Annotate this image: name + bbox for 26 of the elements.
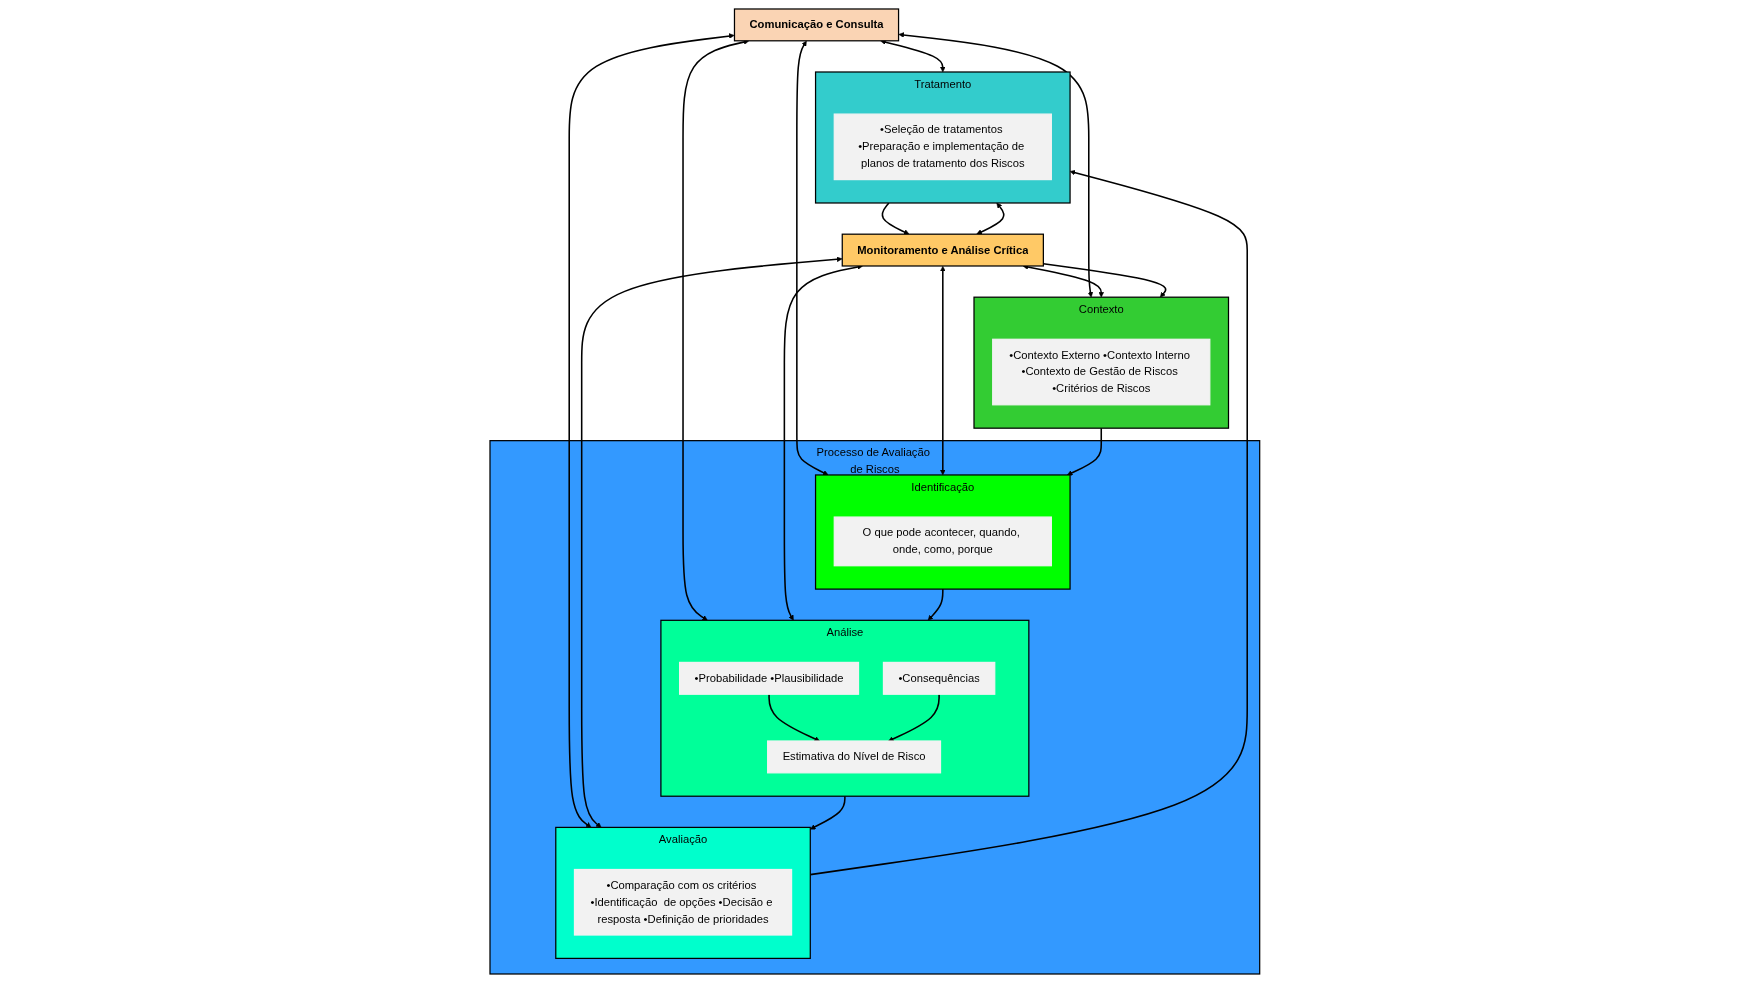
arrow [768,693,821,742]
node-box: •Comparação com os critérios •Identificação de opções •Decisão e resposta •Definição de prioridades [574,868,793,936]
arrow [796,40,829,476]
arrow [976,202,1005,235]
arrow [783,264,863,621]
node-box: •Contexto Externo •Contexto Interno •Contexto de Gestão de Riscos •Critérios de Riscos [992,338,1211,406]
arrow [927,588,944,621]
arrow [1067,427,1103,476]
arrow [888,693,941,742]
arrow [881,202,910,235]
arrow [1042,263,1167,298]
arrow [880,39,946,73]
arrow [682,39,750,621]
node-box: Estimativa do Nível de Risco [767,740,942,774]
node-box: O que pode acontecer, quando, onde, como, porque [833,516,1053,567]
arrow [809,170,1249,876]
node-box: •Probabilidade •Plausibilidade [679,661,860,695]
arrow [810,795,846,830]
arrow [898,32,1094,298]
node-box: •Seleção de tratamentos •Preparação e implementação de planos de tratamento dos Riscos [833,113,1053,181]
arrow [581,256,843,828]
arrow [940,266,946,476]
arrow [568,33,735,828]
node-box: •Consequências [883,661,996,695]
node-box: Comunicação e Consulta [734,8,900,42]
node-box: Monitoramento e Análise Crítica [841,233,1045,267]
